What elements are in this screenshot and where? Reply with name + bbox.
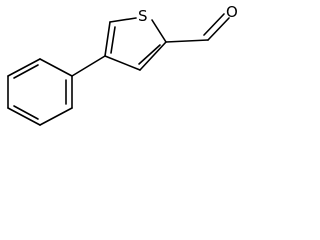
bond-c5-s [109, 17, 137, 23]
bond-c2-cho [165, 39, 209, 43]
bond-c2-c3-inner [138, 44, 161, 65]
structure-canvas: S O [0, 0, 242, 142]
thiophene-ring [104, 17, 167, 71]
phenyl-inner-3 [13, 64, 39, 79]
phenyl-ring [7, 58, 73, 126]
phenyl-bond-2 [39, 107, 73, 126]
phenyl-inner-2 [13, 105, 39, 120]
bond-c4-phenyl [71, 55, 106, 77]
aldehyde-group [165, 13, 230, 43]
bond-c3-c4 [104, 55, 141, 71]
molecule-structure: S O [7, 3, 238, 126]
bond-c4-c5 [104, 21, 111, 57]
phenyl-bond-5 [7, 58, 41, 77]
bond-co-double-2 [203, 13, 225, 36]
bond-co-double-1 [207, 17, 230, 41]
bond-c2-c3 [139, 41, 167, 71]
bond-c4-c5-inner [110, 26, 116, 54]
phenyl-bond-3 [7, 107, 41, 126]
bond-s-c2 [151, 19, 167, 43]
sulfur-atom-label: S [138, 7, 148, 25]
oxygen-atom-label: O [226, 3, 238, 21]
phenyl-bond-6 [39, 58, 73, 77]
